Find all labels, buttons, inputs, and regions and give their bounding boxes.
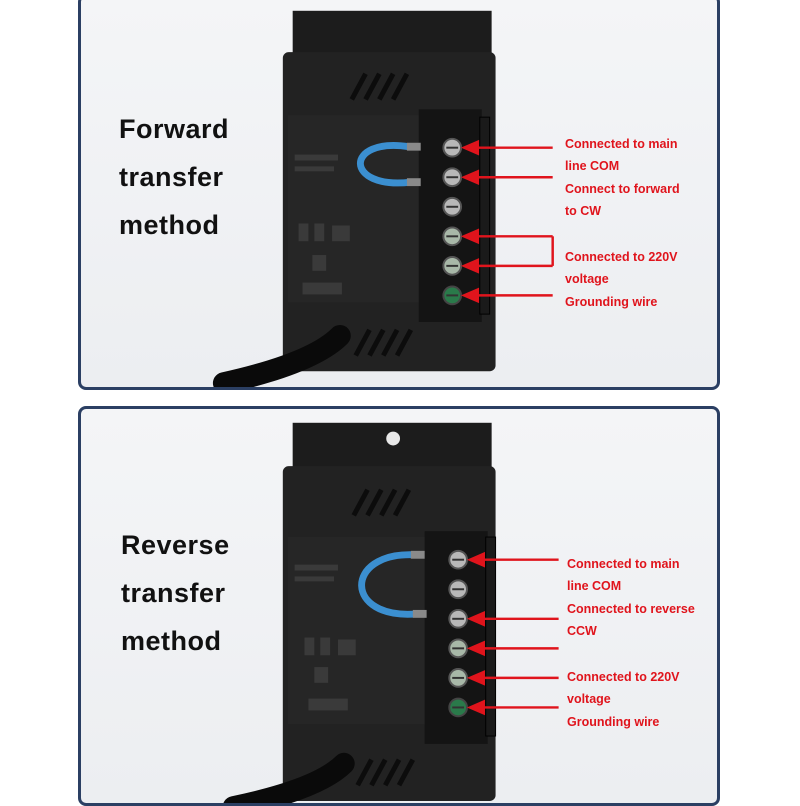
- label-forward-cw: Connect to forward to CW: [565, 178, 680, 222]
- label-line: Connected to main: [567, 557, 680, 571]
- reverse-wiring-diagram: [223, 422, 559, 803]
- forward-panel: Forward transfer method Connected to mai…: [78, 0, 720, 390]
- label-line: line COM: [567, 579, 622, 593]
- pointer-arrows: [466, 551, 559, 716]
- title-line: Forward: [119, 114, 230, 144]
- vent-slots-bottom: [355, 758, 416, 787]
- label-line: to CW: [565, 204, 602, 218]
- label-line: voltage: [565, 272, 609, 286]
- label-line: Connected to reverse: [567, 602, 695, 616]
- label-line: CCW: [567, 624, 597, 638]
- label-line: Grounding wire: [567, 715, 660, 729]
- vent-slots-top: [349, 72, 410, 101]
- reverse-title: Reverse transfer method: [121, 521, 230, 665]
- label-220v: Connected to 220V voltage: [567, 666, 680, 710]
- label-line: Connected to 220V: [567, 670, 680, 684]
- label-line: line COM: [565, 159, 620, 173]
- embossed-markings: [294, 564, 356, 711]
- label-line: Connected to 220V: [565, 250, 678, 264]
- embossed-markings: [294, 154, 350, 295]
- forward-wiring-diagram: [212, 10, 554, 387]
- label-grounding: Grounding wire: [565, 291, 657, 313]
- label-grounding: Grounding wire: [567, 711, 659, 733]
- reverse-panel: Reverse transfer method Connected to mai…: [78, 406, 720, 806]
- title-line: method: [119, 210, 220, 240]
- title-line: transfer: [121, 578, 226, 608]
- pointer-arrows: [460, 139, 554, 304]
- label-line: Connected to main: [565, 137, 678, 151]
- jumper-wire: [358, 551, 421, 618]
- vent-slots-bottom: [353, 328, 414, 357]
- forward-title: Forward transfer method: [119, 105, 229, 249]
- power-cable: [212, 324, 351, 387]
- title-line: method: [121, 626, 222, 656]
- label-reverse-ccw: Connected to reverse CCW: [567, 598, 695, 642]
- label-main-com: Connected to main line COM: [565, 133, 678, 177]
- vent-slots-top: [351, 488, 412, 517]
- label-line: Grounding wire: [565, 295, 658, 309]
- terminal-screws: [442, 137, 463, 306]
- jumper-wire: [357, 142, 415, 187]
- label-line: Connect to forward: [565, 182, 680, 196]
- label-main-com: Connected to main line COM: [567, 553, 680, 597]
- mount-hole: [386, 431, 401, 446]
- title-line: transfer: [119, 162, 224, 192]
- label-line: voltage: [567, 692, 611, 706]
- title-line: Reverse: [121, 530, 230, 560]
- label-220v: Connected to 220V voltage: [565, 246, 678, 290]
